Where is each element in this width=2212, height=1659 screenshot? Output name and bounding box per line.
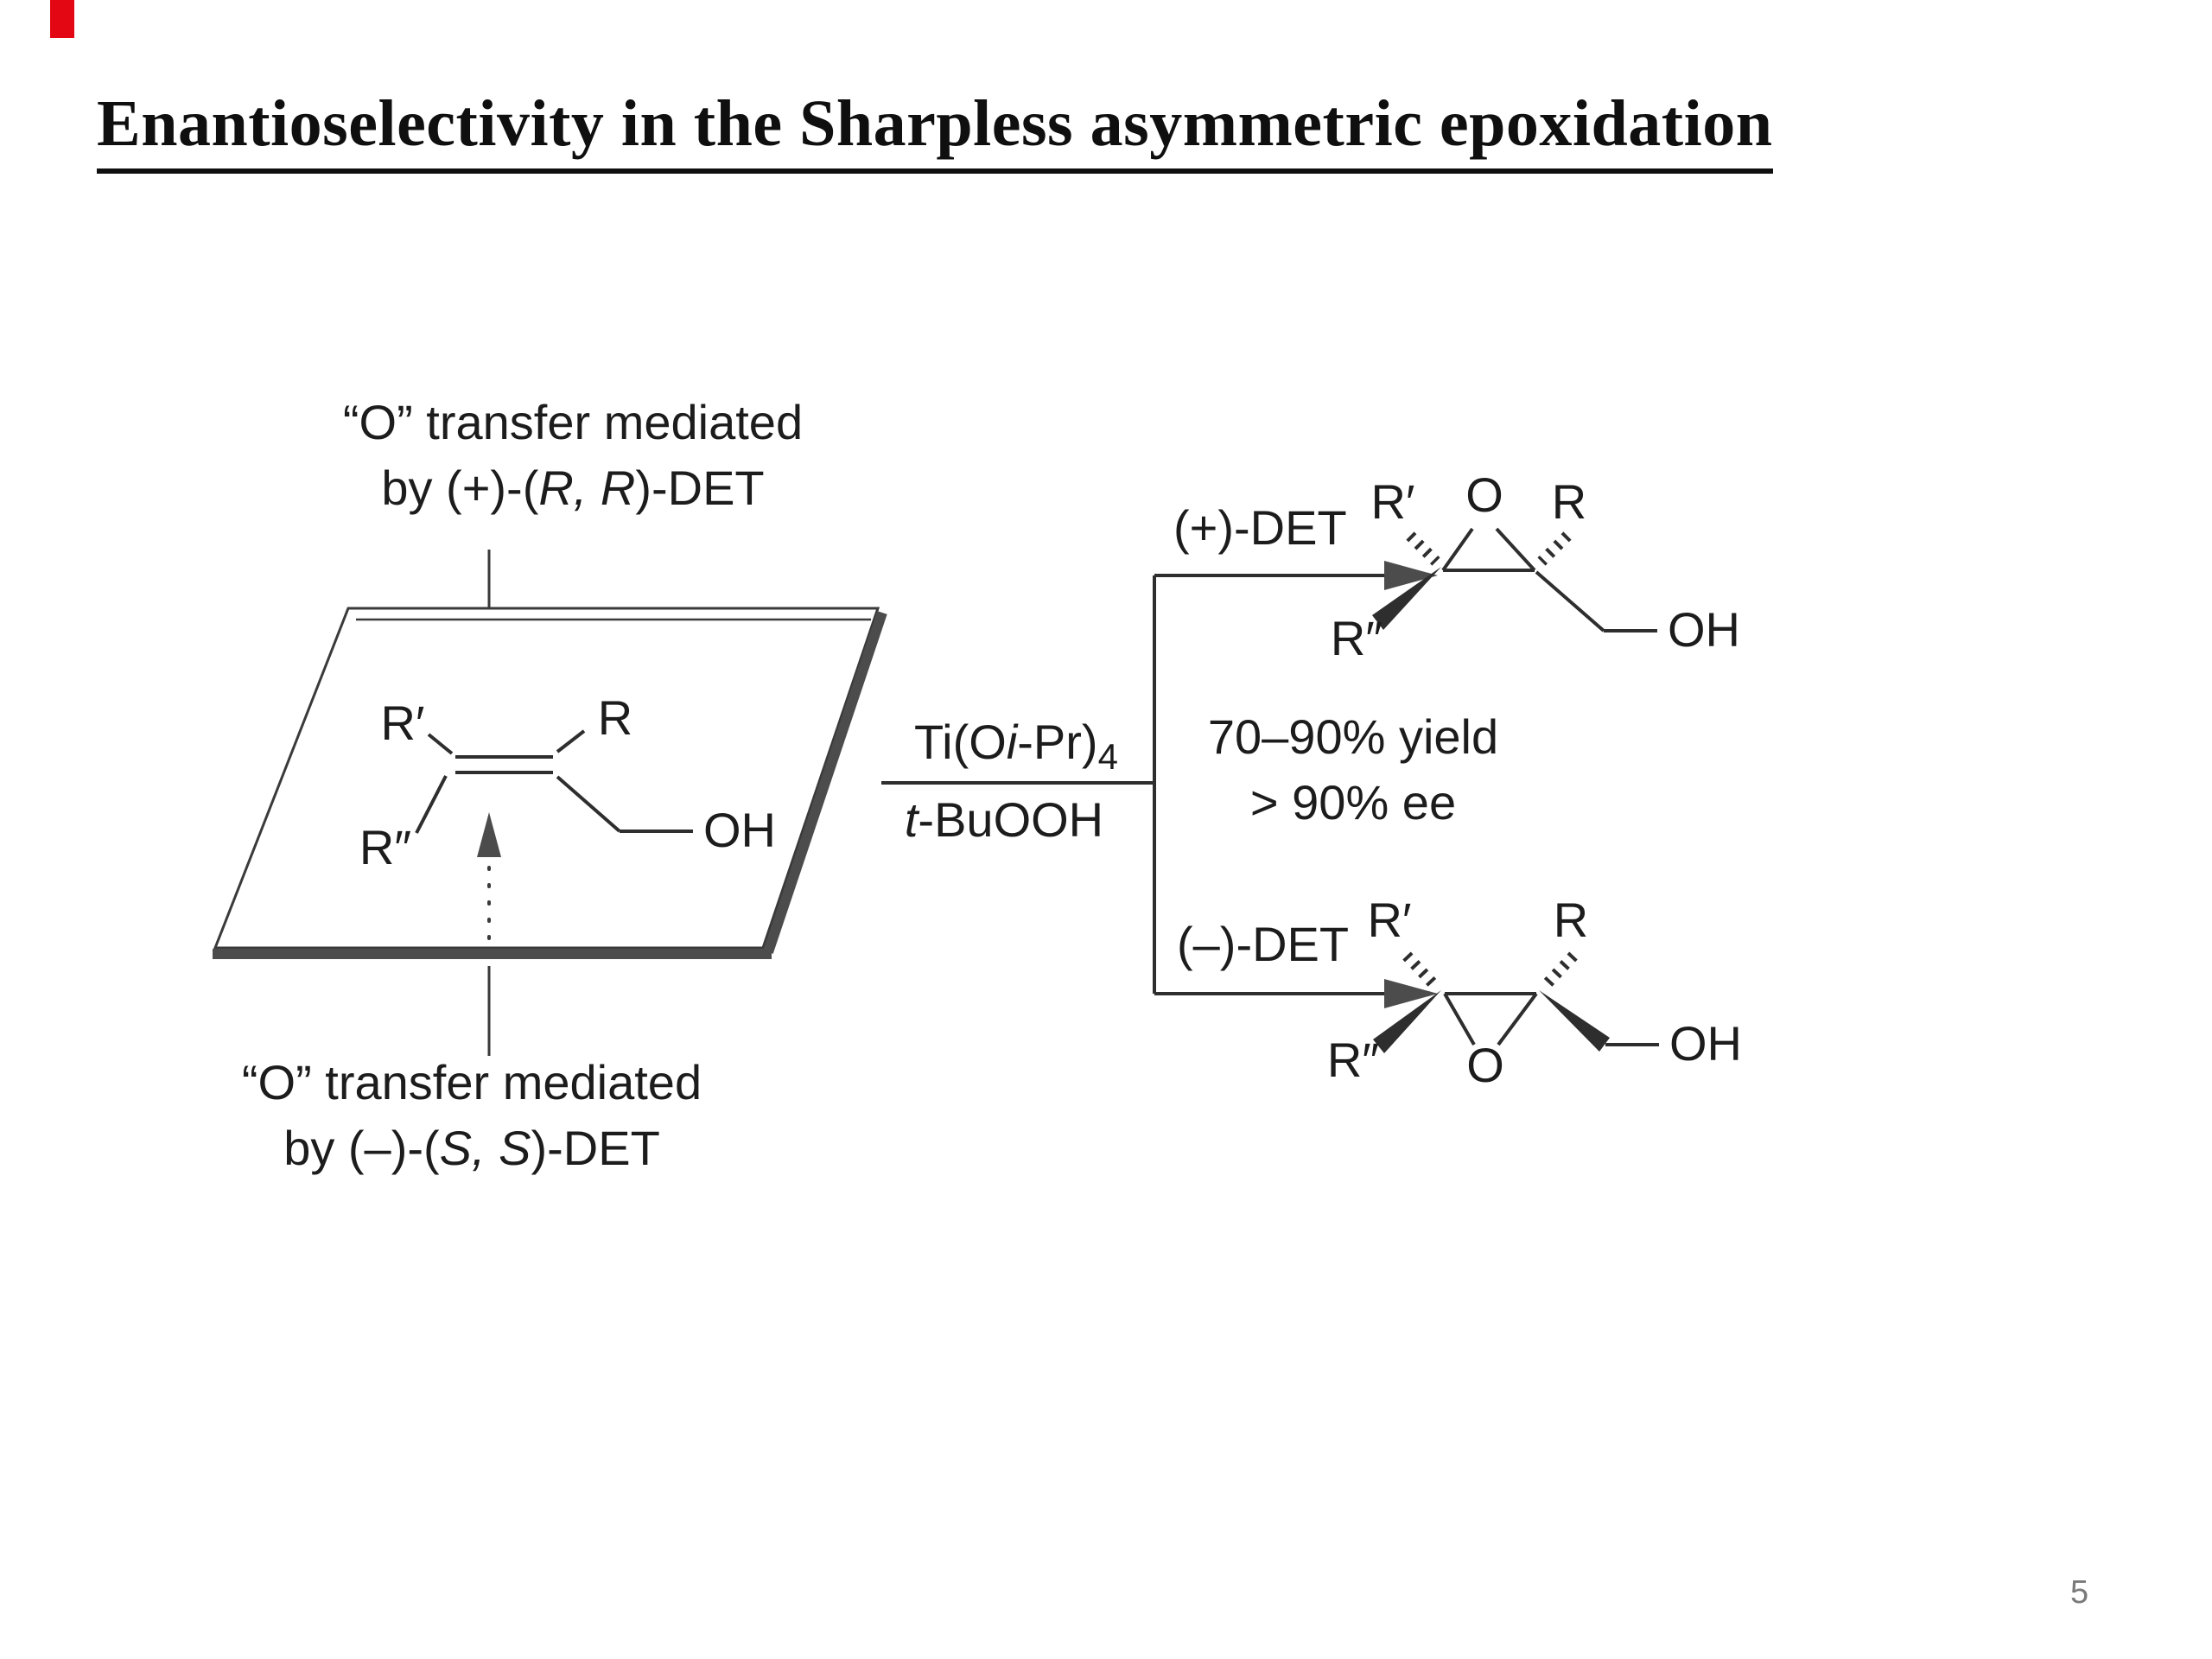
product-top-r-double-prime-label: R″ [1331, 611, 1382, 665]
bottom-wedge-bond-r-double-prime [1373, 990, 1441, 1053]
bottom-hash-bond-r-prime [1402, 951, 1438, 988]
substrate-oh-label: OH [703, 803, 776, 857]
reagent-titanium: Ti(Oi-Pr)4 [914, 715, 1118, 777]
page-number: 5 [2070, 1574, 2089, 1611]
branch-arrows: (+)-DET (–)-DET 70–90% yield > 90% ee [1153, 500, 1498, 1008]
o-transfer-up-arrow [477, 812, 501, 1056]
accent-mark [50, 0, 74, 38]
product-top-r-prime-label: R′ [1371, 474, 1415, 529]
top-epoxide-right-co-bond [1495, 527, 1536, 572]
product-top-r-label: R [1552, 474, 1586, 529]
bond-r [556, 729, 586, 753]
yield-text: 70–90% yield [1208, 709, 1498, 764]
product-bottom-r-double-prime-label: R″ [1327, 1033, 1379, 1087]
product-bottom-structure: R′ R O R″ OH [1327, 893, 1742, 1092]
top-mediator-line2: by (+)-(R, R)-DET [381, 461, 764, 515]
top-epoxide-left-co-bond [1441, 527, 1474, 572]
reaction-conditions: Ti(Oi-Pr)4 t-BuOOH [881, 715, 1154, 847]
bottom-hash-bond-r [1542, 951, 1578, 988]
product-bottom-oh-label: OH [1669, 1016, 1742, 1071]
bond-ch2 [556, 775, 621, 833]
product-top-structure: R′ O R R″ OH [1331, 467, 1740, 665]
branch-bottom-arrow-head-icon [1384, 979, 1438, 1008]
product-top-o-label: O [1465, 467, 1503, 522]
top-hash-bond-r-prime [1406, 531, 1440, 566]
branch-top-label: (+)-DET [1173, 500, 1347, 555]
substrate-r-prime-label: R′ [381, 696, 425, 750]
product-top-oh-label: OH [1668, 602, 1740, 657]
substrate-structure: R′ R R″ OH [359, 690, 776, 874]
substrate-r-label: R [598, 690, 632, 745]
bottom-epoxide-right-co-bond [1497, 992, 1538, 1046]
top-mediator-line1: “O” transfer mediated [343, 395, 803, 449]
bottom-mediator-line1: “O” transfer mediated [242, 1055, 702, 1109]
product-bottom-o-label: O [1466, 1038, 1504, 1092]
bottom-mediator-line2: by (–)-(S, S)-DET [283, 1121, 660, 1175]
top-hash-bond-r [1537, 531, 1572, 566]
branch-bottom-label: (–)-DET [1177, 917, 1349, 971]
branch-top-arrow-head-icon [1384, 561, 1438, 590]
bottom-wedge-bond-ch2 [1539, 990, 1610, 1052]
up-arrow-head-icon [477, 812, 501, 857]
bond-r-double-prime [415, 775, 448, 834]
plane-right-thick-edge [763, 611, 887, 954]
product-bottom-r-label: R [1554, 893, 1588, 947]
slide-title: Enantioselectivity in the Sharpless asym… [97, 86, 1773, 174]
reaction-plane [213, 607, 887, 959]
plane-face [213, 607, 880, 950]
substrate-r-double-prime-label: R″ [359, 820, 411, 874]
bottom-epoxide-left-co-bond [1443, 993, 1476, 1046]
ee-text: > 90% ee [1250, 775, 1456, 830]
bond-r-prime [427, 733, 454, 755]
reagent-tbuooh: t-BuOOH [905, 792, 1103, 847]
top-wedge-bond-r-double-prime [1372, 567, 1441, 630]
product-bottom-r-prime-label: R′ [1368, 893, 1412, 947]
top-ch2-bond [1535, 570, 1605, 632]
